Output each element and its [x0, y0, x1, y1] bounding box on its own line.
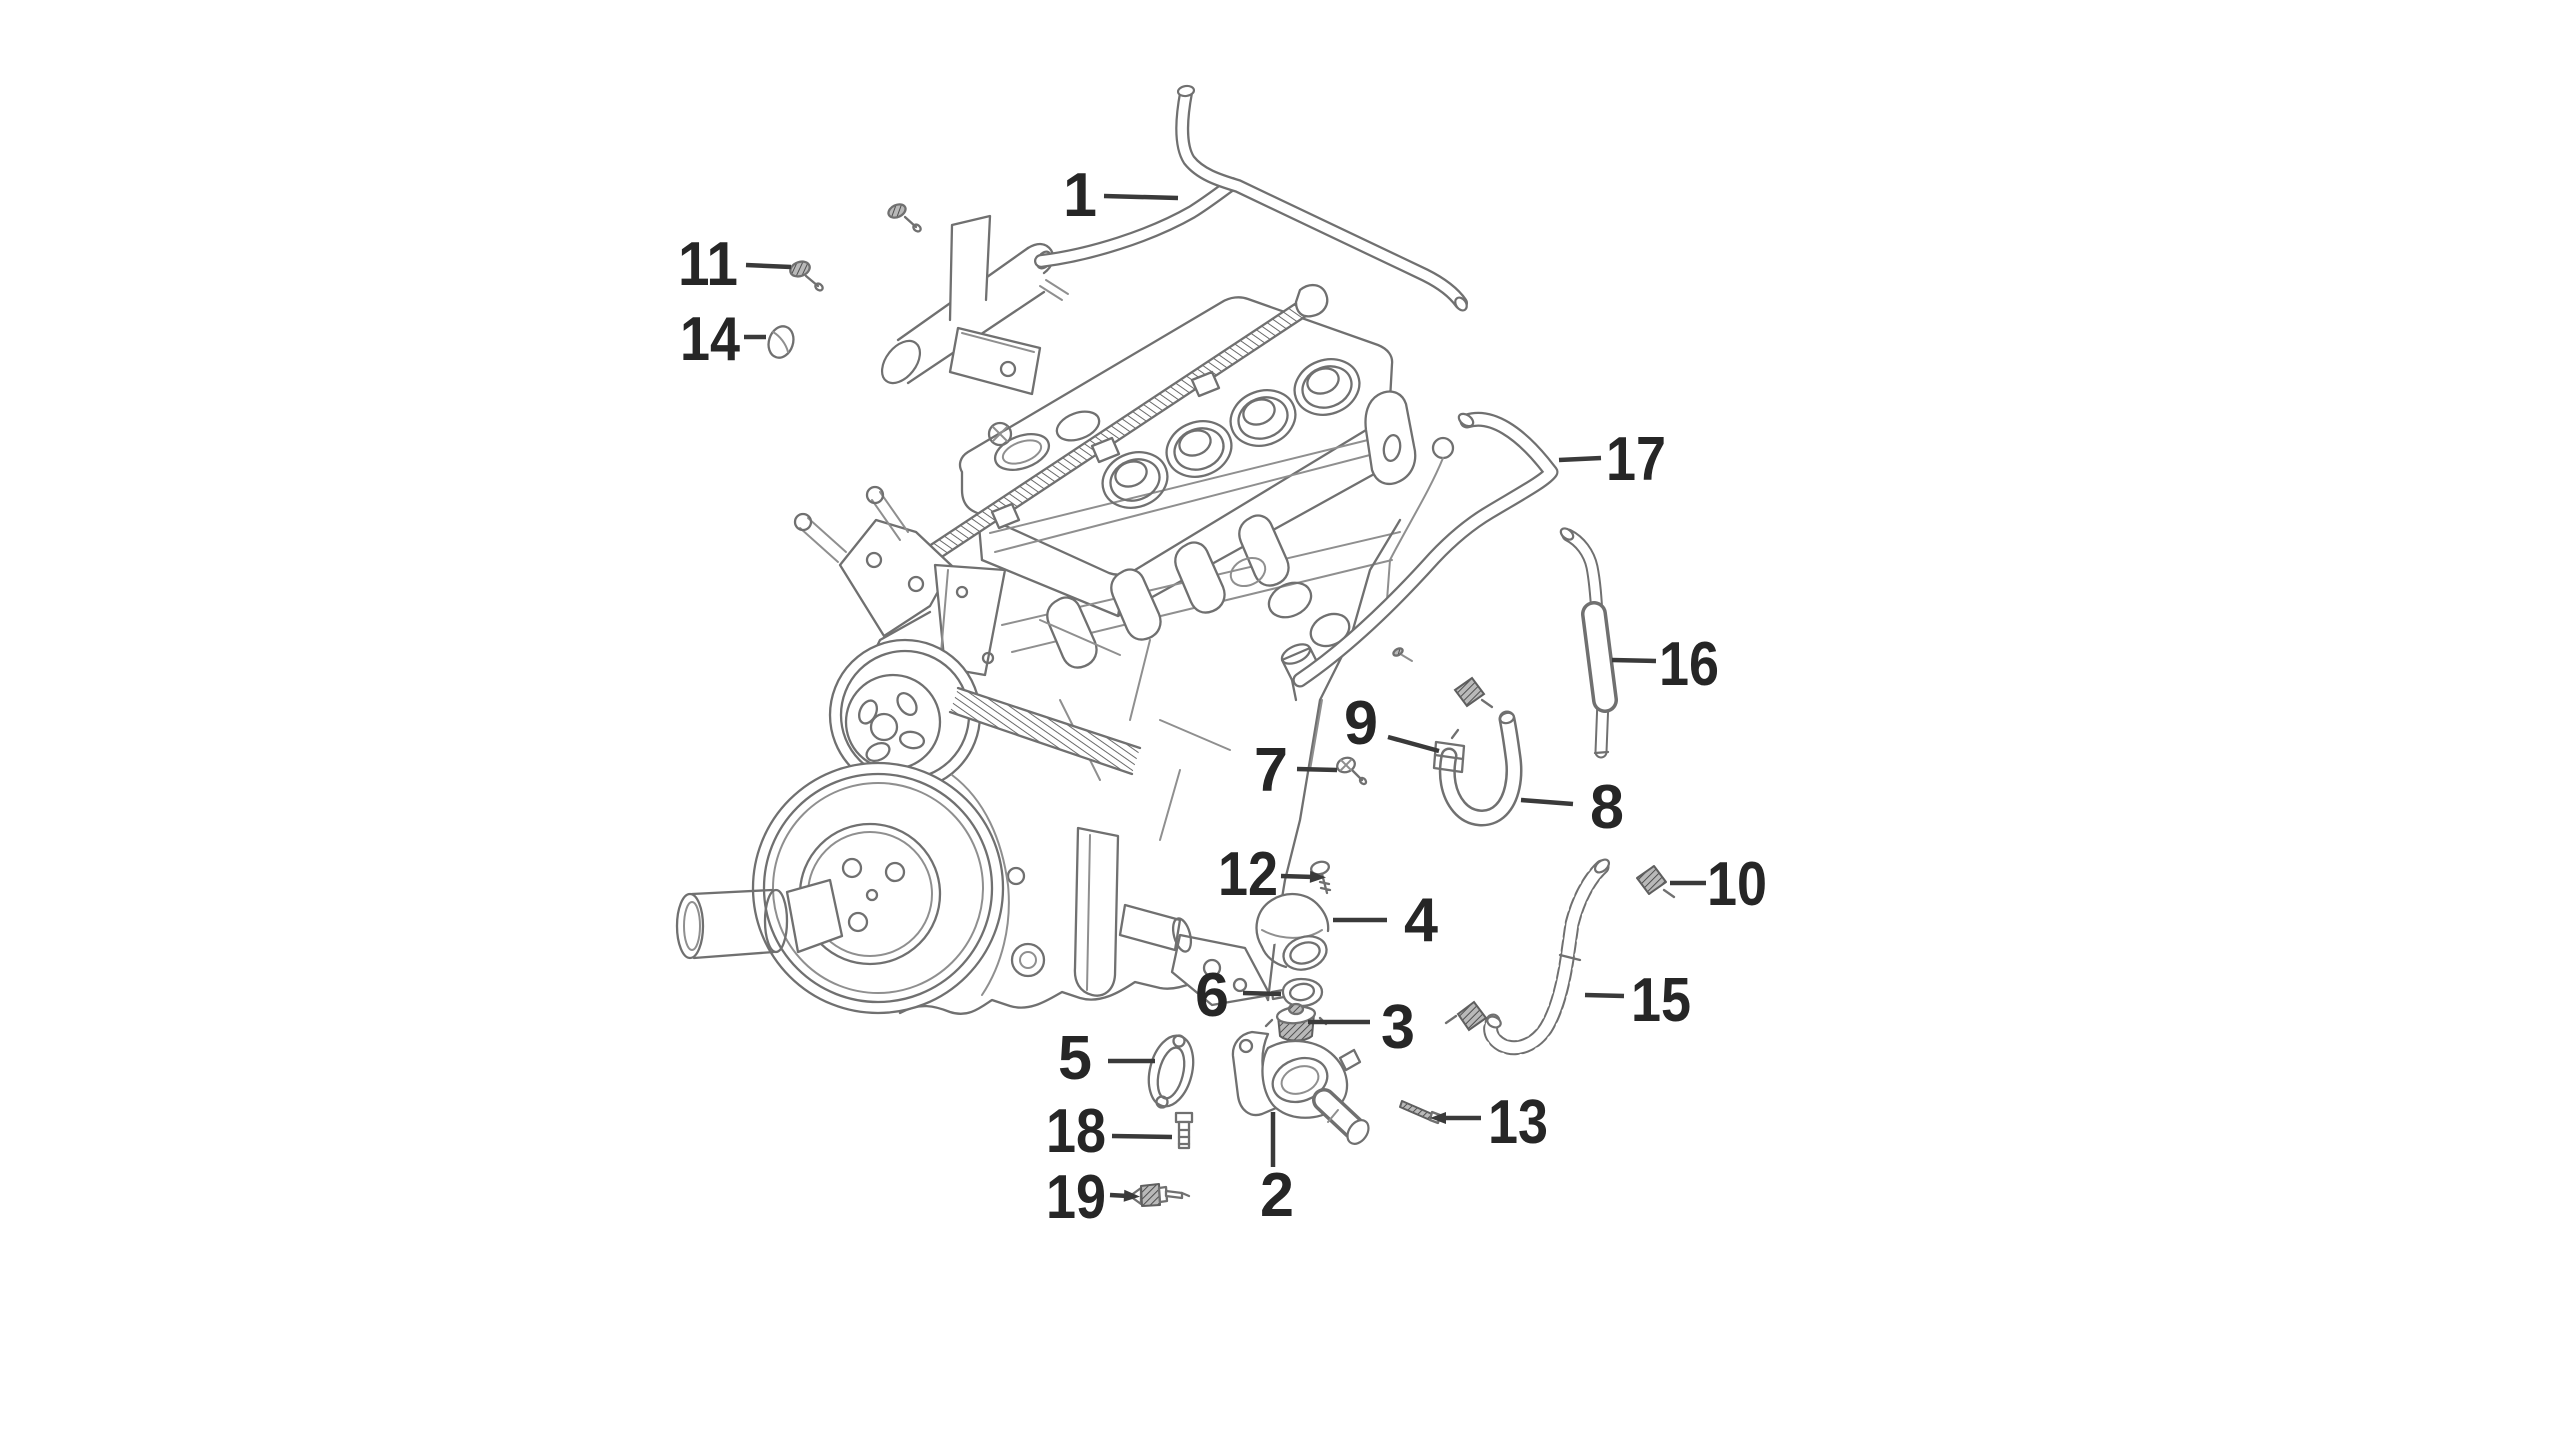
part-number-7: 7 — [1254, 736, 1288, 805]
engine-line-art — [675, 84, 1676, 1207]
part-number-5: 5 — [1058, 1024, 1092, 1093]
leader-line-15 — [1584, 992, 1625, 999]
callout-6: 6 — [1195, 961, 1282, 1030]
callout-17: 17 — [1558, 425, 1666, 494]
leader-line-1 — [1103, 193, 1179, 201]
callout-2: 2 — [1260, 1112, 1294, 1230]
leader-line-11 — [745, 262, 792, 270]
part-number-17: 17 — [1606, 425, 1666, 494]
part-number-19: 19 — [1046, 1163, 1106, 1232]
part-number-14: 14 — [680, 305, 740, 374]
callout-15: 15 — [1584, 966, 1691, 1035]
callout-14: 14 — [680, 305, 766, 374]
valve-cover — [897, 283, 1455, 618]
leader-arrow-19 — [1123, 1189, 1140, 1202]
leader-line-9 — [1387, 734, 1440, 754]
callout-12: 12 — [1218, 840, 1326, 909]
hose-1 — [1034, 84, 1468, 312]
callout-19: 19 — [1046, 1163, 1140, 1232]
leader-arrow-12 — [1309, 870, 1326, 883]
part-number-4: 4 — [1404, 886, 1439, 955]
part-number-6: 6 — [1195, 961, 1229, 1030]
part-number-2: 2 — [1260, 1161, 1294, 1230]
part-number-15: 15 — [1631, 966, 1691, 1035]
part-number-1: 1 — [1063, 161, 1097, 230]
callout-3: 3 — [1308, 993, 1415, 1062]
callout-18: 18 — [1046, 1097, 1173, 1166]
callout-8: 8 — [1520, 773, 1624, 842]
callout-1: 1 — [1063, 161, 1179, 230]
hose-15 — [1444, 858, 1611, 1056]
leader-line-8 — [1520, 797, 1574, 807]
hose-8 — [1432, 676, 1523, 827]
thermostat-parts — [767, 260, 1676, 1207]
callout-5: 5 — [1058, 1024, 1155, 1093]
leader-line-18 — [1111, 1133, 1173, 1140]
part-number-8: 8 — [1590, 773, 1624, 842]
leader-line-17 — [1558, 455, 1602, 463]
callout-16: 16 — [1611, 630, 1719, 699]
part-number-9: 9 — [1344, 689, 1378, 758]
callout-13: 13 — [1430, 1088, 1548, 1157]
callout-9: 9 — [1344, 689, 1440, 758]
hose-16 — [1559, 527, 1618, 759]
engine-front — [675, 485, 1193, 1015]
leader-line-16 — [1611, 657, 1657, 664]
leader-line-7 — [1296, 766, 1338, 773]
part-number-11: 11 — [678, 230, 738, 299]
part-number-13: 13 — [1488, 1088, 1548, 1157]
water-pipe-assembly — [880, 203, 1069, 396]
part-number-10: 10 — [1707, 850, 1767, 919]
leader-line-6 — [1242, 990, 1282, 997]
callout-11: 11 — [678, 230, 792, 299]
part-number-12: 12 — [1218, 840, 1278, 909]
callout-7: 7 — [1254, 736, 1338, 805]
leader-line-12 — [1280, 873, 1315, 880]
callout-4: 4 — [1333, 886, 1439, 955]
callout-10: 10 — [1670, 850, 1767, 919]
part-number-16: 16 — [1659, 630, 1719, 699]
leader-arrow-13 — [1430, 1112, 1446, 1124]
hose-17 — [1292, 411, 1559, 688]
part-number-18: 18 — [1046, 1097, 1106, 1166]
part-number-3: 3 — [1381, 993, 1415, 1062]
